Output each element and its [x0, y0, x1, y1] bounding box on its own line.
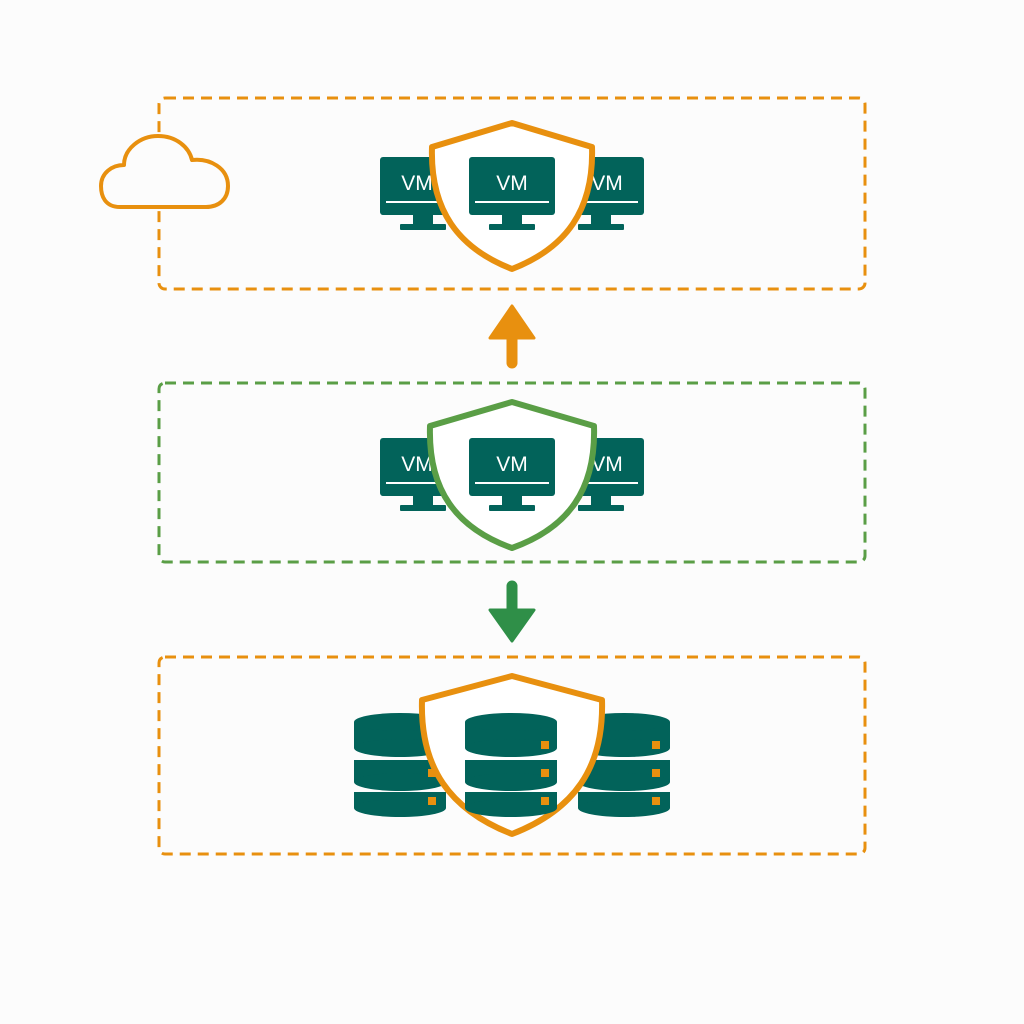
monitor-icon [469, 157, 555, 230]
vm-label: VM [591, 453, 623, 476]
vm-label: VM [401, 453, 433, 476]
monitor-icon [469, 438, 555, 511]
database-icon [465, 713, 557, 817]
storage-tier [157, 655, 867, 856]
vm-label: VM [401, 172, 433, 195]
arrow-down-icon [488, 580, 536, 643]
storage-tier-border [157, 655, 867, 856]
arrow-up-icon [488, 304, 536, 369]
vm-tier: VM VM VM [157, 381, 867, 564]
cloud-icon [99, 134, 230, 209]
vm-label: VM [496, 172, 528, 195]
database-icon [354, 713, 446, 817]
vm-monitor: VM [469, 438, 555, 511]
vm-label: VM [591, 172, 623, 195]
cloud-tier: VM VM VM [99, 96, 867, 291]
vm-label: VM [496, 453, 528, 476]
vm-tier-border [157, 381, 867, 564]
vm-monitor: VM [469, 157, 555, 230]
